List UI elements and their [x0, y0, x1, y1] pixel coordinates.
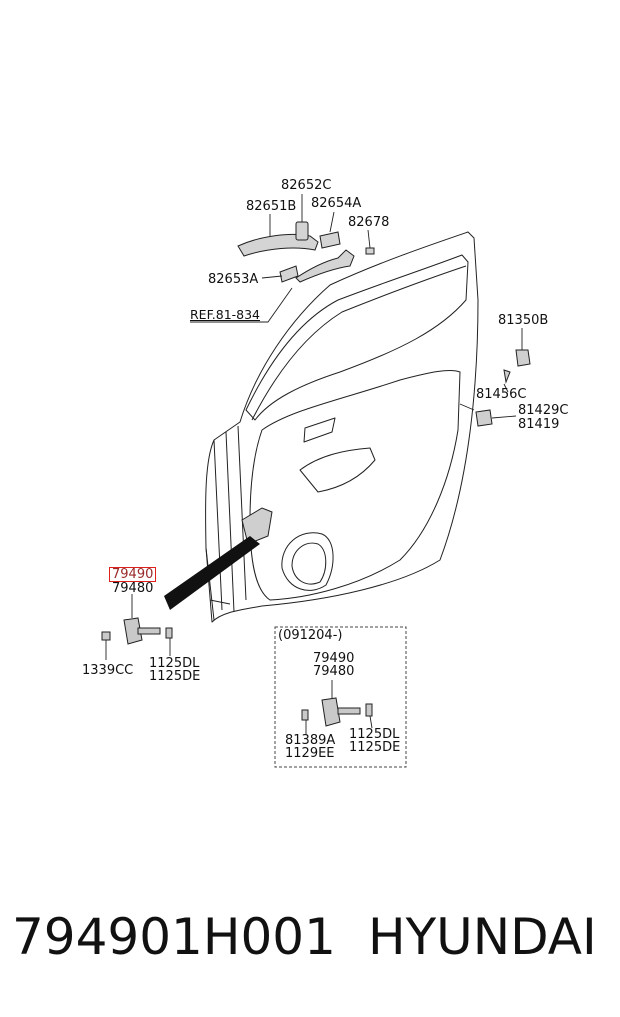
label-81419: 81419 — [518, 417, 560, 432]
door-hinge-edge — [205, 547, 231, 621]
handle-cover-82654A — [319, 231, 341, 249]
leader-82653A — [261, 275, 283, 279]
label-82653A: 82653A — [208, 272, 259, 287]
door-parts-diagram — [101, 194, 531, 768]
label-82651B: 82651B — [246, 199, 297, 214]
label-81456C: 81456C — [476, 387, 527, 402]
handle-cap-82652C — [295, 221, 309, 241]
inset-bolt-1125DL — [365, 703, 373, 717]
inset-box — [274, 626, 407, 768]
latch-81350B — [515, 349, 531, 367]
label-1125DE: 1125DE — [149, 669, 201, 684]
door-window-channel — [251, 265, 467, 421]
label-ref-81-834[interactable]: REF.81-834 — [190, 307, 261, 322]
inset-label-1125DL: 1125DL — [349, 727, 400, 742]
checker-arm — [137, 627, 161, 635]
speaker-grille-outer — [281, 532, 334, 591]
label-79490-highlighted[interactable]: 79490 — [109, 567, 157, 582]
inset-label-1125DE: 1125DE — [349, 740, 401, 755]
inset-checker — [321, 697, 341, 727]
label-81350B: 81350B — [498, 313, 549, 328]
leader-ref — [190, 287, 293, 323]
leader-82678 — [367, 229, 371, 249]
checker-79480 — [123, 617, 143, 645]
handle-pad-82653A — [279, 265, 299, 283]
inset-label-79480: 79480 — [313, 664, 355, 679]
label-81429C: 81429C — [518, 403, 569, 418]
armrest — [299, 447, 376, 493]
leader-82654A — [329, 211, 335, 233]
latch-to-door — [459, 403, 475, 411]
label-82652C: 82652C — [281, 178, 332, 193]
label-82654A: 82654A — [311, 196, 362, 211]
label-1125DL: 1125DL — [149, 656, 200, 671]
inset-leader-1125DL — [369, 715, 373, 729]
label-79480: 79480 — [112, 581, 154, 596]
brand-name: HYUNDAI — [368, 908, 597, 966]
inset-title: (091204-) — [278, 628, 343, 643]
leader-81429C — [491, 415, 517, 419]
speaker-grille-inner — [291, 542, 327, 585]
inset-label-1129EE: 1129EE — [285, 746, 335, 761]
label-82678: 82678 — [348, 215, 390, 230]
door-outer-shell — [205, 231, 479, 623]
inset-bolt-81389A — [301, 709, 309, 721]
part-number: 794901H001 — [12, 908, 336, 966]
inset-checker-arm — [337, 707, 361, 715]
door-inner-frame — [245, 254, 469, 421]
inset-label-81389A: 81389A — [285, 733, 336, 748]
label-1339CC: 1339CC — [82, 663, 134, 678]
footer: 794901H001 HYUNDAI — [0, 905, 620, 975]
grab-handle-pocket — [303, 417, 336, 443]
bolt-1125DL — [165, 627, 173, 639]
striker-81429C — [475, 409, 493, 427]
checker-pointer-wedge — [164, 536, 260, 610]
handle-bracket — [295, 249, 355, 283]
inset-label-79490: 79490 — [313, 651, 355, 666]
bolt-82678 — [365, 247, 375, 255]
pillar-left — [213, 425, 247, 613]
screw-81456C — [503, 369, 511, 384]
leader-81456C — [503, 383, 509, 393]
bolt-1339CC — [101, 631, 111, 641]
